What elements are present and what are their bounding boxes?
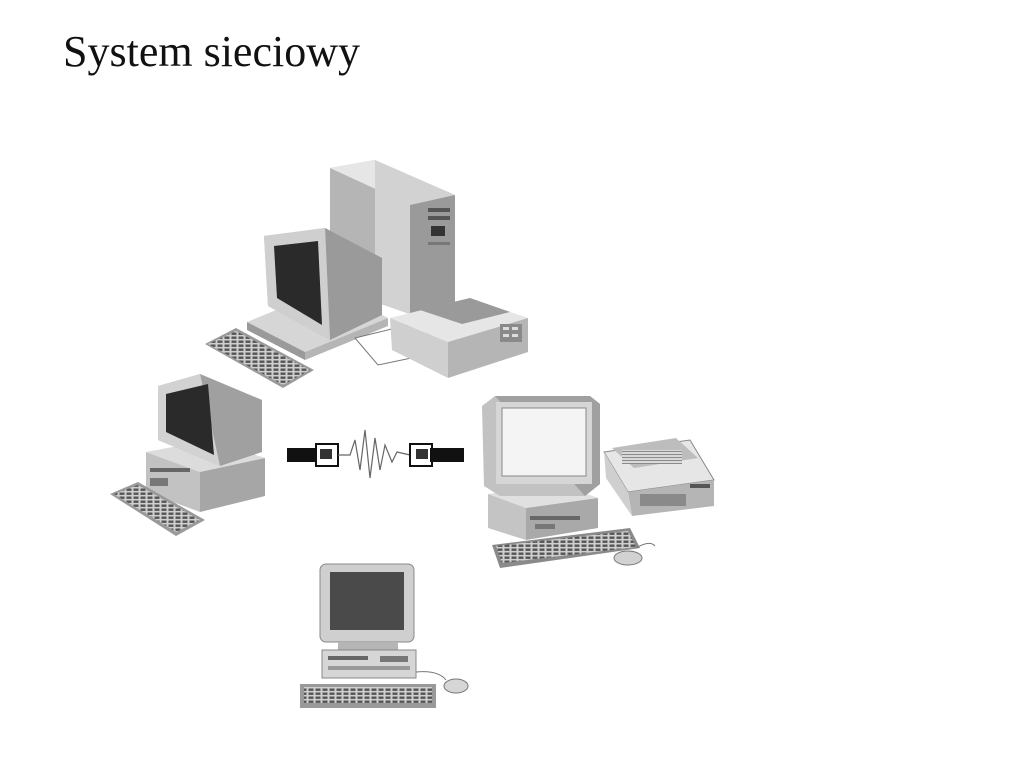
network-cable-icon [287, 429, 464, 479]
desktop-computer-icon [482, 396, 656, 568]
desktop-computer-icon [300, 563, 469, 708]
desktop-computer-icon [110, 374, 265, 536]
laser-printer-icon [354, 298, 528, 378]
slide-title: System sieciowy [63, 27, 360, 76]
inkjet-printer-icon [603, 438, 715, 516]
monitor-icon [247, 228, 388, 360]
keyboard-icon [205, 328, 314, 388]
